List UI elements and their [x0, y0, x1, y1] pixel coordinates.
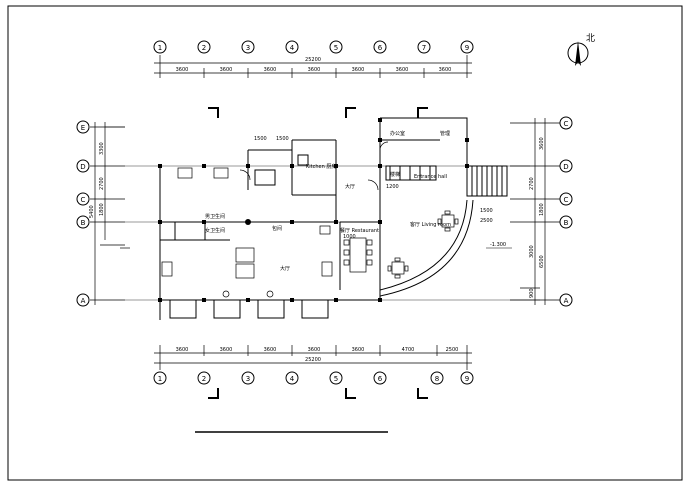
label-lounge: 大厅 — [345, 183, 355, 190]
label-living: 客厅 Living room — [410, 221, 451, 228]
label-entrance: Entrance hall — [414, 174, 447, 180]
small-dim-6: 2500 — [480, 218, 493, 224]
north-label: 北 — [586, 33, 595, 44]
axis-left-D: D — [80, 163, 85, 171]
dim-top-6: 3600 — [396, 67, 409, 73]
small-dim-1: 1500 — [254, 136, 267, 142]
label-elevation: -1.300 — [490, 242, 506, 248]
axis-bottom-4: 4 — [290, 375, 295, 383]
dim-left-4: 5400 — [89, 205, 95, 218]
dim-top-3: 3600 — [264, 67, 277, 73]
label-stair: 楼梯 — [390, 171, 400, 178]
dim-top-1: 3600 — [176, 67, 189, 73]
axis-top-4: 4 — [290, 44, 295, 52]
label-manager: 管理 — [440, 130, 450, 137]
left-dimension-lines — [90, 122, 125, 305]
label-toilet-f: 女卫生间 — [205, 227, 225, 234]
dim-left-1: 3300 — [99, 142, 105, 155]
axis-bottom-3: 3 — [246, 375, 250, 383]
label-restaurant: 餐厅 Restaurant — [340, 227, 379, 234]
right-dimension-lines — [510, 118, 560, 305]
axis-left-A: A — [81, 297, 86, 305]
dim-right-2: 2700 — [529, 177, 535, 190]
axis-bottom-8: 8 — [435, 375, 439, 383]
axis-bottom-6: 6 — [378, 375, 383, 383]
dim-bottom-4: 3600 — [308, 347, 321, 353]
axis-right-C-top: C — [564, 120, 569, 128]
dim-left-3: 1800 — [99, 203, 105, 216]
dim-top-2: 3600 — [220, 67, 233, 73]
label-vip: 包间 — [272, 225, 282, 232]
axis-top-9: 9 — [465, 44, 469, 52]
dim-top-4: 3600 — [308, 67, 321, 73]
axis-top-7: 7 — [422, 44, 426, 52]
dim-bottom-total: 25200 — [305, 357, 321, 363]
dim-bottom-3: 3600 — [264, 347, 277, 353]
axis-top-3: 3 — [246, 44, 250, 52]
columns — [158, 118, 469, 302]
left-axis-bubbles: E D C B A — [76, 120, 90, 307]
axis-top-1: 1 — [158, 44, 162, 52]
bottom-dimension-text: 3600 3600 3600 3600 3600 4700 2500 25200 — [176, 347, 459, 363]
left-dimension-text: 3300 2700 1800 5400 — [89, 142, 105, 218]
corner-marks — [208, 107, 428, 399]
label-kitchen: Kitchen 厨房 — [306, 163, 336, 170]
furniture — [120, 141, 459, 298]
axis-bottom-2: 2 — [202, 375, 206, 383]
dim-top-7: 3600 — [439, 67, 452, 73]
axis-right-D: D — [563, 163, 568, 171]
dim-left-2: 2700 — [99, 177, 105, 190]
axis-right-A: A — [564, 297, 569, 305]
top-axis-bubbles: 1 2 3 4 5 6 7 9 — [153, 40, 474, 54]
north-arrow: 北 — [567, 33, 595, 66]
small-dim-5: 1000 — [343, 234, 356, 240]
axis-top-5: 5 — [334, 44, 338, 52]
axis-right-C: C — [564, 196, 569, 204]
dim-right-4: 3000 — [529, 245, 535, 258]
label-toilet-m: 男卫生间 — [205, 213, 225, 220]
small-dim-4: 1200 — [386, 184, 399, 190]
dim-bottom-1: 3600 — [176, 347, 189, 353]
bottom-dimension-lines — [154, 345, 472, 370]
axis-left-B: B — [81, 219, 86, 227]
axis-top-6: 6 — [378, 44, 383, 52]
dim-right-1: 3600 — [539, 137, 545, 150]
right-dimension-text: 3600 2700 1800 3000 6500 900 — [529, 137, 545, 298]
axis-left-E: E — [81, 124, 85, 132]
dim-bottom-5: 3600 — [352, 347, 365, 353]
small-dim-3: 1500 — [480, 208, 493, 214]
axis-left-C: C — [81, 196, 86, 204]
dim-bottom-7: 2500 — [446, 347, 459, 353]
dim-right-3: 1800 — [539, 203, 545, 216]
axis-bottom-9: 9 — [465, 375, 469, 383]
room-labels: Kitchen 厨房 办公室 管理 大厅 餐厅 Restaurant 客厅 Li… — [205, 130, 506, 248]
axis-grid-lines — [105, 126, 540, 301]
axis-bottom-5: 5 — [334, 375, 338, 383]
dim-right-5: 6500 — [539, 255, 545, 268]
small-dim-2: 1500 — [276, 136, 289, 142]
axis-bottom-1: 1 — [158, 375, 162, 383]
dim-right-6: 900 — [529, 288, 535, 298]
label-lounge-title: 大厅 — [280, 265, 290, 272]
dim-bottom-6: 4700 — [402, 347, 415, 353]
bottom-axis-bubbles: 1 2 3 4 5 6 8 9 — [153, 371, 474, 385]
dim-top-5: 3600 — [352, 67, 365, 73]
sheet-border — [7, 5, 683, 481]
axis-right-B: B — [564, 219, 569, 227]
dim-bottom-2: 3600 — [220, 347, 233, 353]
top-dimension-lines — [154, 55, 472, 78]
dim-top-total: 25200 — [305, 57, 321, 63]
label-office: 办公室 — [390, 130, 405, 137]
right-axis-bubbles: C D C B A — [559, 116, 573, 307]
top-dimension-text: 25200 3600 3600 3600 3600 3600 3600 3600 — [176, 57, 452, 73]
axis-top-2: 2 — [202, 44, 206, 52]
